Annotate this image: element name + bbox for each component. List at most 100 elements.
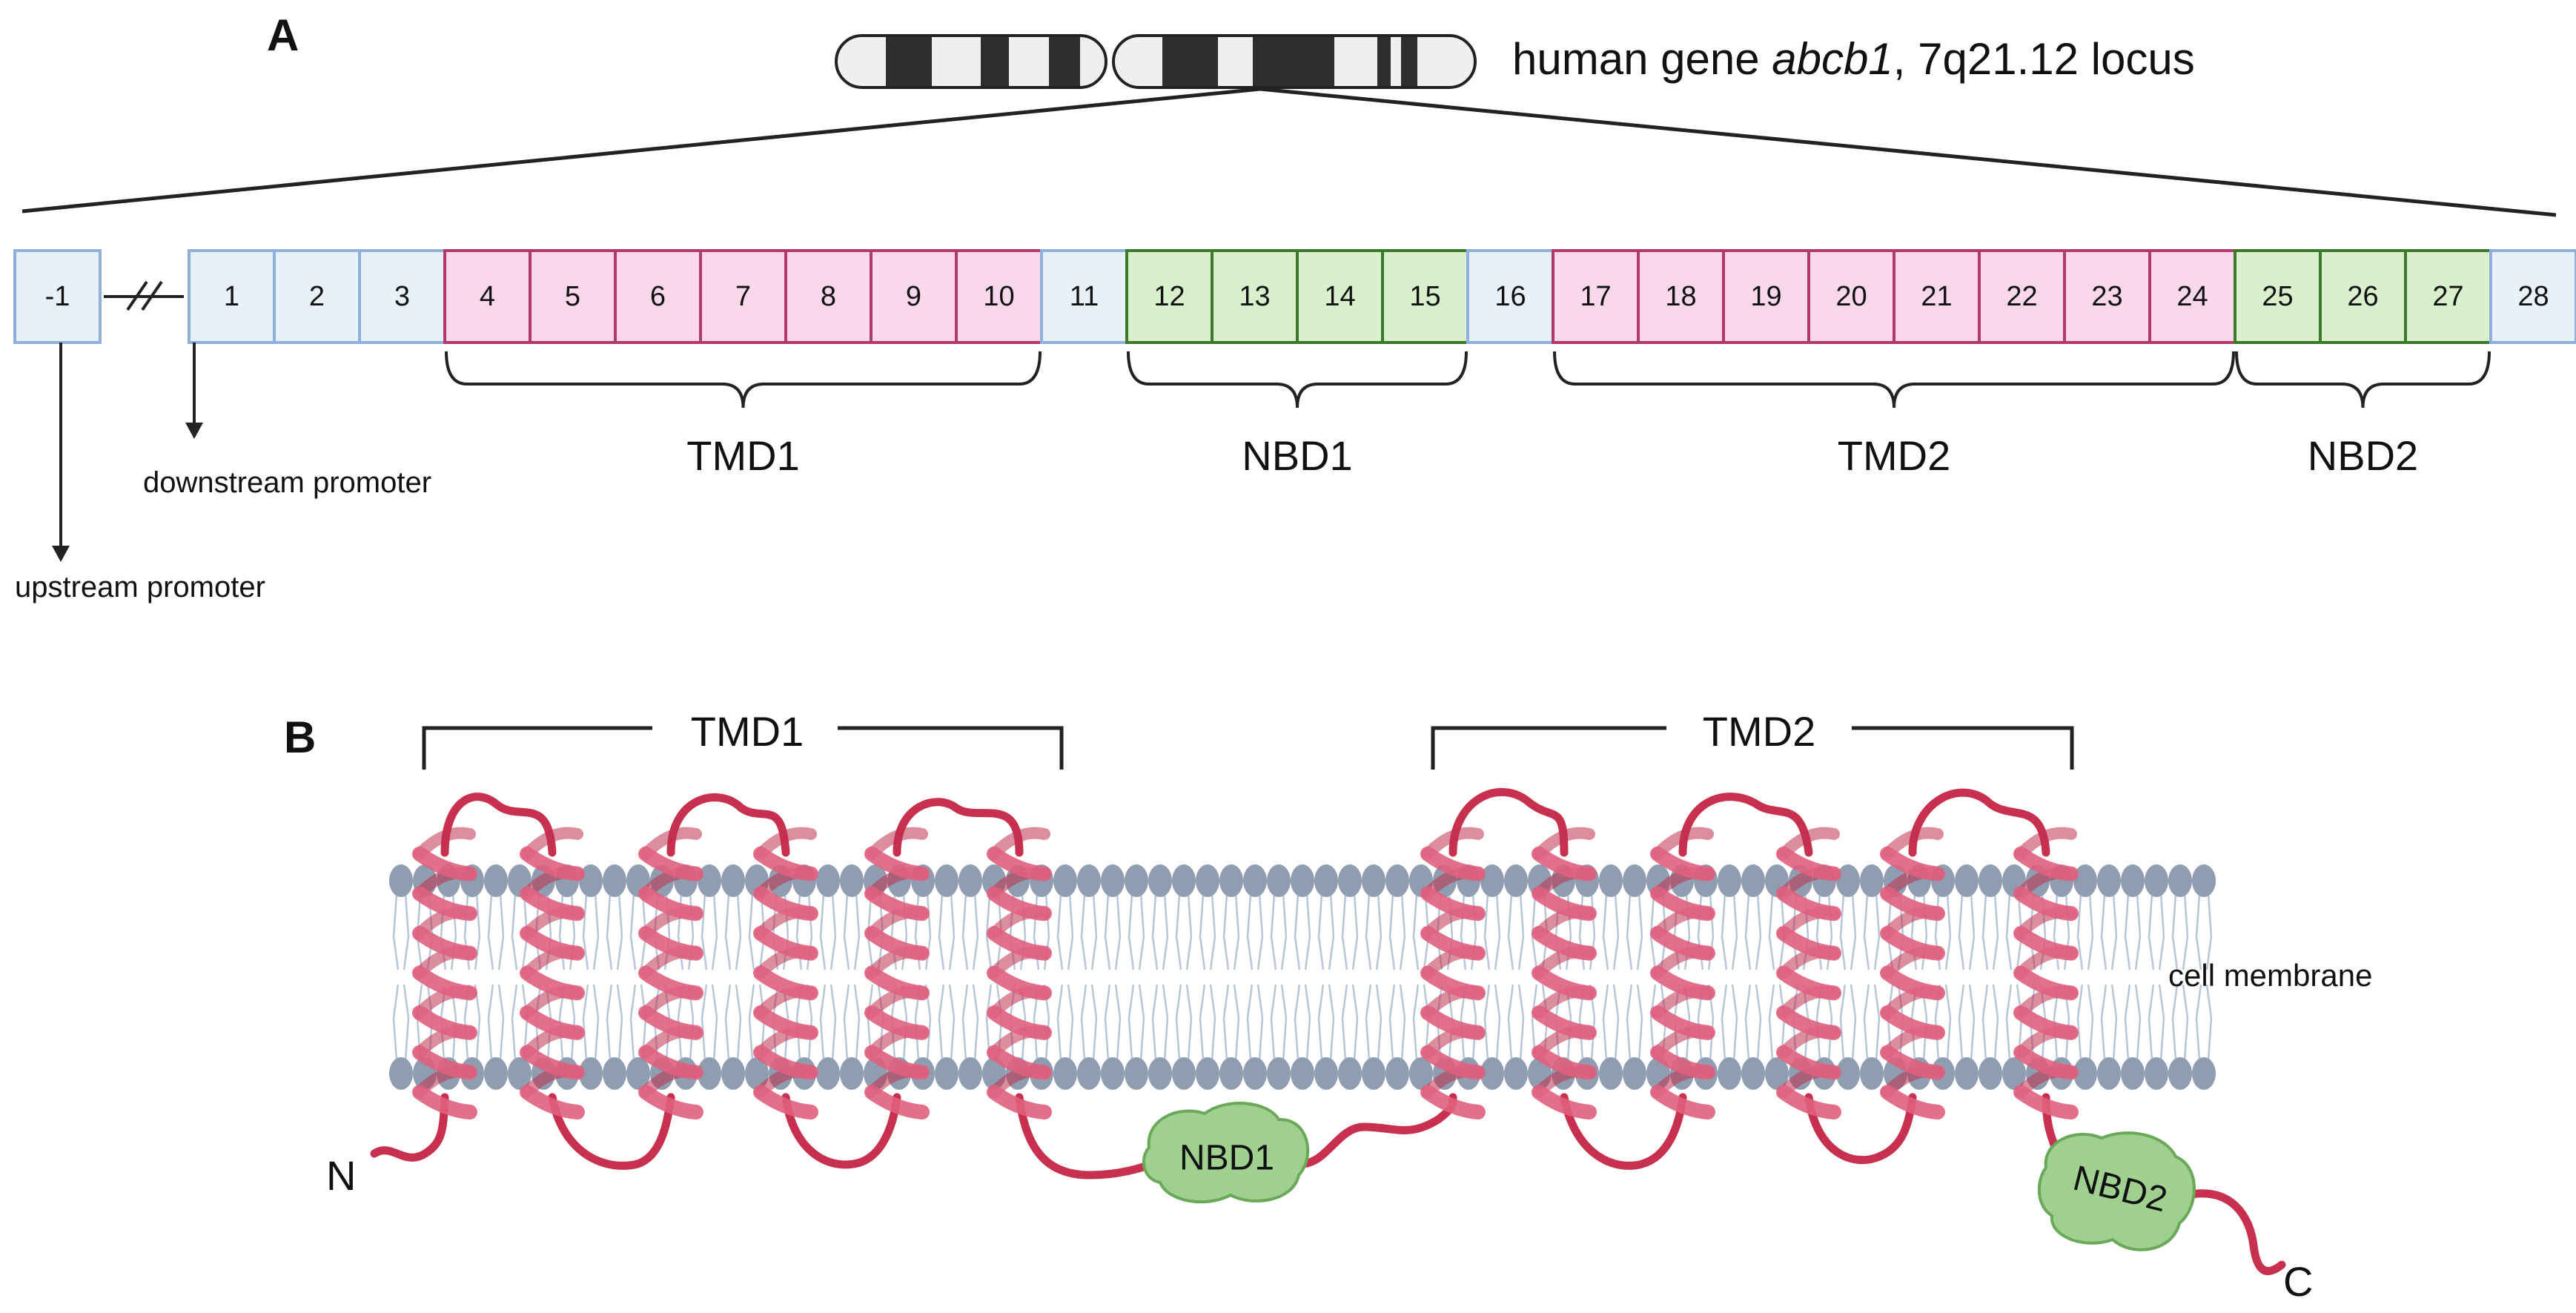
exon-box: 10 (955, 249, 1043, 344)
helix (1776, 827, 1841, 1119)
exon-box: 7 (699, 249, 787, 344)
exon-number: 26 (2347, 281, 2378, 312)
exon-number: 27 (2432, 281, 2463, 312)
helix (864, 827, 930, 1119)
helix (412, 827, 477, 1119)
domain-label: TMD2 (1838, 432, 1950, 479)
exon-number: 5 (565, 281, 580, 312)
exon-number: 1 (224, 281, 239, 312)
exon-number: 11 (1070, 281, 1099, 312)
exon-number: -1 (45, 281, 70, 312)
break-marker (104, 280, 184, 311)
exon-number: 6 (650, 281, 666, 312)
upstream-promoter-arrow (52, 343, 70, 562)
upstream-promoter-label: upstream promoter (15, 571, 265, 603)
zoom-line-right (1259, 87, 2557, 217)
helix (638, 827, 703, 1119)
domain-label: NBD2 (2308, 432, 2418, 479)
exon-box: 1 (188, 249, 276, 344)
exon-number: 23 (2091, 281, 2122, 312)
transmembrane-helices (412, 827, 2079, 1119)
domain-label: NBD1 (1242, 432, 1352, 479)
exon-box: 2 (273, 249, 361, 344)
exon-number: 19 (1750, 281, 1781, 312)
exon-box: 27 (2404, 249, 2492, 344)
exon-box: 18 (1637, 249, 1725, 344)
exon-box: 8 (784, 249, 873, 344)
exon-number: 7 (735, 281, 751, 312)
exon-box: 14 (1296, 249, 1384, 344)
exon-number: 2 (309, 281, 325, 312)
exon-box: 24 (2148, 249, 2236, 344)
exon-box: 9 (870, 249, 958, 344)
nbd1-label: NBD1 (1179, 1139, 1274, 1178)
exon-box: 20 (1807, 249, 1895, 344)
tmd1-bracket (422, 726, 1064, 770)
nbd1-domain (1142, 1102, 1310, 1204)
exon-box: 4 (443, 249, 532, 344)
exon-box: 26 (2319, 249, 2407, 344)
exon-box: -1 (13, 249, 102, 344)
exon-box: 12 (1125, 249, 1213, 344)
exon-number: 25 (2262, 281, 2293, 312)
helix (1650, 827, 1715, 1119)
domain-label: TMD1 (686, 432, 799, 479)
tmd2-label: TMD2 (1703, 708, 1815, 755)
exon-box: 28 (2489, 249, 2576, 344)
exon-box: 21 (1893, 249, 1981, 344)
exon-box: 25 (2234, 249, 2322, 344)
chromosome-ideogram (835, 34, 1477, 89)
exon-number: 18 (1665, 281, 1696, 312)
cell-membrane-label: cell membrane (2168, 958, 2372, 993)
domain-brace (2235, 351, 2491, 409)
exon-number: 17 (1580, 281, 1611, 312)
exon-number: 24 (2176, 281, 2208, 312)
exon-number: 22 (2006, 281, 2037, 312)
helix (1880, 827, 1945, 1119)
helix (987, 827, 1052, 1119)
downstream-promoter-arrow (185, 343, 203, 439)
exon-number: 20 (1835, 281, 1867, 312)
c-terminus-label: C (2283, 1258, 2313, 1305)
exon-box: 16 (1466, 249, 1554, 344)
exon-box: 13 (1211, 249, 1299, 344)
exon-box: 5 (529, 249, 617, 344)
protein-chain (370, 788, 2286, 1275)
downstream-promoter-label: downstream promoter (143, 466, 431, 499)
exon-number: 28 (2517, 281, 2549, 312)
exon-box: 22 (1978, 249, 2066, 344)
exon-number: 15 (1409, 281, 1440, 312)
exon-box: 23 (2063, 249, 2151, 344)
panel-b-letter: B (284, 712, 316, 762)
exon-box: 3 (358, 249, 446, 344)
exon-box: 15 (1381, 249, 1469, 344)
exon-number: 10 (983, 281, 1014, 312)
exon-box: 11 (1040, 249, 1128, 344)
exon-number: 13 (1239, 281, 1270, 312)
helix (1532, 827, 1597, 1119)
exon-number: 21 (1921, 281, 1952, 312)
n-terminus-label: N (326, 1152, 356, 1199)
helix (753, 827, 818, 1119)
tmd1-label: TMD1 (691, 708, 804, 755)
helix (1420, 827, 1486, 1119)
helix (2013, 827, 2079, 1119)
exon-number: 8 (821, 281, 836, 312)
zoom-line-left (21, 87, 1261, 214)
exon-number: 16 (1494, 281, 1526, 312)
exon-box: 6 (614, 249, 702, 344)
exon-number: 14 (1324, 281, 1355, 312)
domain-braces: TMD1 NBD1 TMD2 NBD2 (445, 351, 2491, 479)
tmd2-bracket (1431, 726, 2074, 770)
gene-locus-label: human gene abcb1, 7q21.12 locus (1512, 34, 2195, 84)
exon-number: 12 (1153, 281, 1185, 312)
exon-number: 3 (394, 281, 410, 312)
exon-box: 19 (1722, 249, 1810, 344)
panel-a-letter: A (267, 10, 299, 60)
exon-number: 4 (480, 281, 495, 312)
exon-box: 17 (1552, 249, 1640, 344)
helix (520, 827, 585, 1119)
domain-brace (1127, 351, 1468, 409)
